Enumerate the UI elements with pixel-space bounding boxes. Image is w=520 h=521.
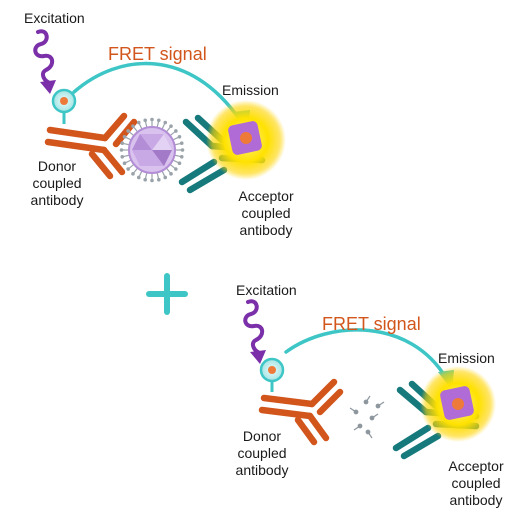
acceptor-label-line: coupled [241, 205, 291, 221]
acceptor-label-line: coupled [451, 475, 501, 491]
donor-label-line: antibody [30, 192, 84, 208]
fret-signal-label: FRET signal [108, 44, 207, 64]
analyte-virus-icon [119, 117, 185, 183]
donor-label: Donor coupled antibody [22, 158, 92, 209]
donor-label-line: Donor [242, 428, 282, 444]
donor-label-line: coupled [32, 175, 82, 191]
fret-signal-label: FRET signal [322, 314, 421, 334]
fret-arrow-icon [72, 61, 242, 122]
acceptor-label-line: antibody [239, 222, 293, 238]
plus-icon [146, 273, 188, 315]
excitation-arrowhead-icon [250, 350, 266, 364]
excitation-wave-icon [33, 29, 55, 84]
panel-bottom [243, 299, 496, 460]
analyte-fragments-icon [349, 395, 385, 439]
emission-label: Emission [222, 82, 279, 98]
excitation-label: Excitation [236, 282, 297, 298]
donor-antibody-icon [258, 378, 344, 446]
donor-label-line: Donor [37, 158, 77, 174]
excitation-wave-icon [243, 299, 265, 354]
acceptor-label: Acceptor coupled antibody [226, 188, 306, 239]
acceptor-label: Acceptor coupled antibody [436, 458, 516, 509]
emission-label: Emission [438, 350, 495, 366]
acceptor-label-line: Acceptor [238, 188, 294, 204]
acceptor-label-line: Acceptor [448, 458, 504, 474]
donor-label: Donor coupled antibody [222, 428, 302, 479]
panel-top [33, 29, 286, 194]
acceptor-label-line: antibody [449, 492, 503, 508]
fret-arrow-icon [284, 328, 448, 380]
donor-label-line: antibody [235, 462, 289, 478]
donor-antibody-icon [44, 112, 138, 180]
donor-label-line: coupled [237, 445, 287, 461]
excitation-label: Excitation [24, 10, 85, 26]
excitation-arrowhead-icon [40, 80, 56, 94]
